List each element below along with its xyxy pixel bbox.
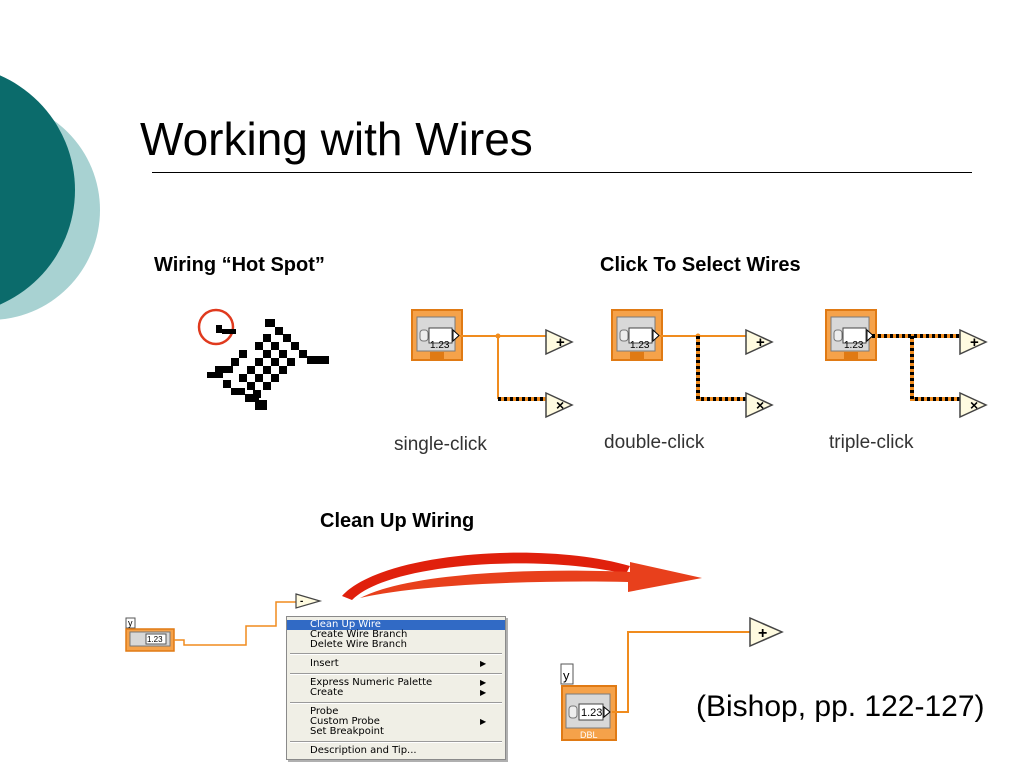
title-underline (152, 172, 972, 173)
terminal-label-box (560, 663, 574, 685)
caption-double-click: double-click (604, 432, 705, 453)
terminal-label: y (128, 618, 133, 628)
clean-up-heading: Clean Up Wiring (320, 510, 475, 532)
decorative-circles (0, 75, 100, 320)
terminal-label-box (125, 617, 136, 629)
numeric-control-icon (611, 309, 663, 361)
menu-item-label: Clean Up Wire (310, 619, 381, 630)
node-type: DBL (845, 363, 859, 370)
submenu-arrow-icon: ▶ (480, 678, 487, 687)
add-symbol: + (758, 625, 767, 642)
cursor-wiring-spool-icon (197, 308, 329, 410)
submenu-arrow-icon: ▶ (480, 688, 487, 697)
hotspot-circle (197, 308, 235, 346)
menu-item-probe[interactable]: Probe (287, 707, 505, 717)
menu-item-set-breakpoint[interactable]: Set Breakpoint (287, 727, 505, 737)
menu-item-create-wire-branch[interactable]: Create Wire Branch (287, 630, 505, 640)
menu-separator (290, 653, 502, 655)
single-click-diagram: + × 1.23 DBL (411, 309, 573, 418)
subtract-function-icon (295, 593, 323, 609)
node-type: DBL (431, 363, 445, 370)
menu-item-label: Probe (310, 706, 339, 717)
wire-selection-diagrams: + × 1.23 DBL + × 1.23 DBL + × 1.23 DBL (411, 309, 987, 418)
menu-item-create[interactable]: Create ▶ (287, 688, 505, 698)
after-wiring-diagram: y 1.23 DBL + (560, 616, 784, 741)
menu-item-label: Express Numeric Palette (310, 677, 433, 688)
menu-item-label: Delete Wire Branch (310, 639, 407, 650)
add-symbol: + (756, 334, 765, 351)
multiply-symbol: × (970, 397, 978, 413)
multiply-symbol: × (556, 397, 564, 413)
menu-item-clean-up-wire[interactable]: Clean Up Wire (287, 620, 505, 630)
menu-item-delete-wire-branch[interactable]: Delete Wire Branch (287, 640, 505, 650)
subtract-symbol: - (300, 596, 303, 607)
submenu-arrow-icon: ▶ (480, 717, 487, 726)
menu-item-label: Description and Tip... (310, 745, 417, 756)
before-wiring-diagram: y 1.23 - (125, 593, 323, 652)
menu-separator (290, 702, 502, 704)
citation: (Bishop, pp. 122-127) (696, 690, 985, 723)
menu-item-label: Create Wire Branch (310, 629, 408, 640)
node-value: 1.23 (630, 340, 650, 351)
node-value: 1.23 (430, 340, 450, 351)
node-value: 1.23 (581, 707, 602, 719)
menu-item-label: Create (310, 687, 344, 698)
node-type: DBL (580, 730, 598, 740)
menu-separator (290, 741, 502, 743)
terminal-label: y (563, 668, 570, 683)
node-value: 1.23 (844, 340, 864, 351)
menu-item-insert[interactable]: Insert ▶ (287, 659, 505, 669)
select-wires-heading: Click To Select Wires (600, 254, 801, 276)
add-symbol: + (970, 334, 979, 351)
menu-item-express-numeric-palette[interactable]: Express Numeric Palette ▶ (287, 678, 505, 688)
submenu-arrow-icon: ▶ (480, 659, 487, 668)
hot-spot-heading: Wiring “Hot Spot” (154, 254, 325, 276)
menu-item-custom-probe[interactable]: Custom Probe ▶ (287, 717, 505, 727)
menu-item-description-and-tip[interactable]: Description and Tip... (287, 746, 505, 756)
add-symbol: + (556, 334, 565, 351)
slide-title: Working with Wires (140, 113, 533, 165)
node-type: DBL (631, 363, 645, 370)
curved-arrow-icon (342, 552, 702, 600)
node-value: 1.23 (147, 635, 163, 644)
caption-triple-click: triple-click (829, 432, 914, 453)
menu-item-label: Insert (310, 658, 339, 669)
caption-single-click: single-click (394, 434, 487, 455)
dark-teal-circle (0, 75, 75, 305)
multiply-symbol: × (756, 397, 764, 413)
double-click-diagram: + × 1.23 DBL (611, 309, 773, 418)
add-function-icon (749, 616, 784, 648)
numeric-control-icon (825, 309, 877, 361)
menu-item-label: Custom Probe (310, 716, 380, 727)
triple-click-diagram: + × 1.23 DBL (825, 309, 987, 418)
context-menu: Clean Up Wire Create Wire Branch Delete … (286, 616, 506, 760)
menu-item-label: Set Breakpoint (310, 726, 384, 737)
menu-separator (290, 673, 502, 675)
numeric-control-icon (411, 309, 463, 361)
